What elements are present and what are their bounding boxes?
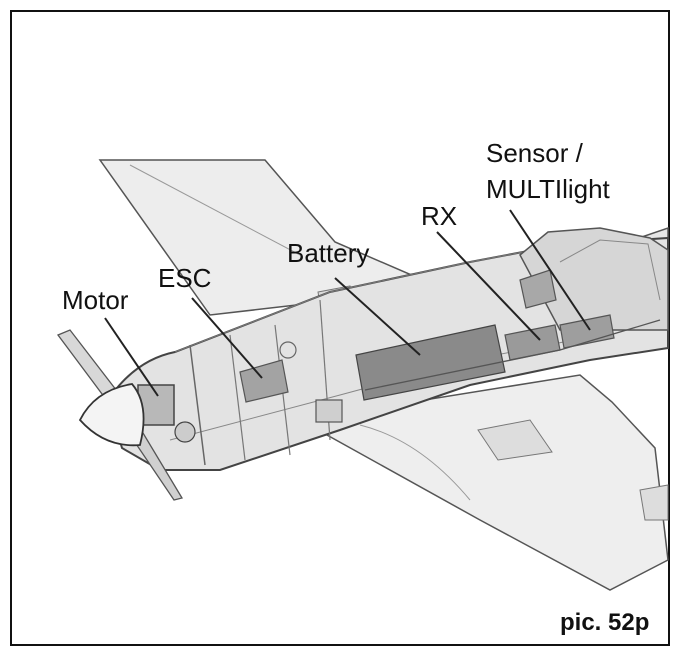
former-2 (229, 334, 246, 461)
wingtip-hatch (639, 484, 669, 521)
esc-leader-line (191, 297, 263, 379)
fuselage-hole (279, 341, 297, 359)
sensor-leader-line (509, 209, 591, 331)
battery-component (355, 324, 506, 401)
canopy-frame (559, 239, 661, 301)
wiring (364, 319, 661, 391)
former-1 (189, 344, 206, 466)
figure-caption: pic. 52p (560, 609, 649, 636)
multilight-component (559, 314, 615, 349)
battery-leader-line (334, 277, 421, 356)
motor-mount (174, 421, 196, 443)
aileron-hatch (477, 419, 553, 461)
battery-label: Battery (287, 238, 369, 268)
spinner (78, 383, 145, 447)
motor-leader-line (104, 317, 159, 397)
sensor-component (519, 269, 557, 309)
esc-label: ESC (158, 263, 211, 293)
rx-label: RX (421, 201, 457, 231)
sensor-label-line2: MULTIlight (486, 174, 611, 204)
sensor-label-line1: Sensor / (486, 138, 584, 168)
motor-label: Motor (62, 285, 129, 315)
esc-component (239, 359, 289, 403)
servo-mount (315, 399, 343, 423)
fuselage-top-line (174, 244, 561, 353)
wing-panel-line (129, 164, 301, 256)
rx-leader-line (436, 231, 541, 341)
wing-fillet-line (359, 424, 471, 501)
